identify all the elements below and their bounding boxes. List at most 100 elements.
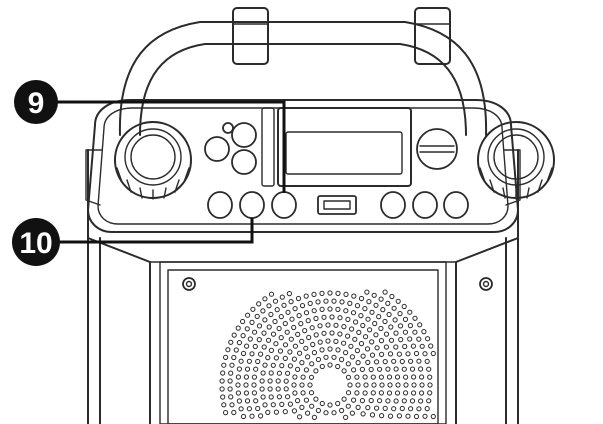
grille-hole bbox=[379, 382, 385, 388]
grille-hole bbox=[240, 333, 246, 339]
callout-10: 10 bbox=[12, 218, 254, 266]
grille-hole bbox=[398, 337, 404, 343]
grille-hole bbox=[295, 295, 302, 302]
grille-hole bbox=[231, 409, 237, 416]
button-1[interactable] bbox=[207, 191, 233, 219]
grille-hole bbox=[249, 319, 255, 325]
grille-hole bbox=[335, 306, 341, 312]
grille-hole bbox=[267, 386, 273, 392]
grille-hole bbox=[219, 386, 225, 392]
button-right-1[interactable] bbox=[380, 191, 406, 219]
grille-hole bbox=[396, 351, 402, 357]
grille-hole bbox=[409, 366, 416, 372]
grille-hole bbox=[428, 343, 434, 349]
grille-hole bbox=[299, 338, 305, 344]
grille-hole bbox=[268, 311, 274, 318]
grille-hole bbox=[295, 366, 301, 372]
button-2[interactable] bbox=[239, 191, 265, 219]
grille-hole bbox=[343, 414, 349, 420]
grille-hole bbox=[307, 300, 313, 306]
grille-hole bbox=[345, 361, 351, 367]
grille-hole bbox=[250, 306, 256, 312]
grille-hole bbox=[295, 398, 301, 404]
grille-hole bbox=[354, 374, 360, 380]
grille-hole bbox=[238, 406, 244, 412]
grille-hole bbox=[235, 325, 241, 331]
grille-hole bbox=[220, 394, 226, 400]
grille-hole bbox=[289, 316, 295, 322]
grille-hole bbox=[235, 390, 241, 396]
grille-hole bbox=[291, 382, 297, 388]
grille-hole bbox=[360, 322, 366, 329]
grille-hole bbox=[331, 410, 337, 416]
grille-hole bbox=[313, 315, 319, 322]
grille-hole bbox=[369, 412, 376, 418]
grille-hole bbox=[399, 405, 405, 412]
grille-hole bbox=[238, 358, 244, 364]
small-indicator-button[interactable] bbox=[222, 122, 234, 134]
grille-hole bbox=[370, 374, 376, 380]
grille-hole bbox=[366, 299, 372, 305]
grille-hole bbox=[323, 354, 329, 360]
grille-hole bbox=[427, 374, 433, 380]
grille-hole bbox=[422, 413, 428, 419]
grille-hole bbox=[240, 350, 247, 357]
grille-hole bbox=[243, 374, 249, 380]
grille-hole bbox=[364, 346, 371, 352]
grille-hole bbox=[260, 394, 266, 400]
grille-hole bbox=[327, 290, 333, 296]
grille-hole bbox=[277, 348, 284, 354]
grille-hole bbox=[368, 397, 374, 404]
grille-hole bbox=[374, 405, 380, 411]
grille-hole bbox=[244, 326, 250, 332]
grille-hole bbox=[341, 324, 347, 330]
grille-hole bbox=[416, 406, 422, 412]
grille-hole bbox=[393, 398, 399, 404]
grille-hole bbox=[385, 300, 391, 306]
grille-hole bbox=[236, 398, 242, 404]
grille-hole bbox=[371, 292, 377, 298]
grille-hole bbox=[402, 343, 408, 350]
grille-hole bbox=[370, 390, 376, 396]
grille-hole bbox=[371, 382, 377, 388]
grille-hole bbox=[358, 295, 365, 302]
grille-hole bbox=[419, 382, 425, 388]
grille-hole bbox=[393, 344, 399, 350]
grille-hole bbox=[244, 366, 251, 372]
button-9[interactable] bbox=[271, 191, 297, 219]
grille-hole bbox=[268, 394, 274, 400]
mode-button-top[interactable] bbox=[231, 122, 257, 148]
grille-hole bbox=[377, 398, 383, 404]
grille-hole bbox=[365, 359, 371, 365]
grille-hole bbox=[228, 370, 234, 376]
grille-hole bbox=[299, 404, 305, 410]
grille-hole bbox=[251, 374, 257, 380]
grille-hole bbox=[425, 336, 431, 342]
grille-hole bbox=[299, 303, 306, 309]
mode-button-bottom[interactable] bbox=[231, 149, 257, 175]
grille-hole bbox=[273, 355, 279, 361]
grille-hole bbox=[359, 366, 365, 372]
button-right-3[interactable] bbox=[443, 191, 469, 219]
grille-hole bbox=[286, 291, 292, 297]
grille-hole bbox=[401, 398, 407, 404]
grille-screw-left bbox=[182, 277, 196, 291]
grille-hole bbox=[236, 340, 242, 346]
grille-hole bbox=[359, 398, 365, 404]
carry-handle bbox=[118, 7, 488, 136]
button-right-2[interactable] bbox=[412, 191, 438, 219]
grille-hole bbox=[347, 382, 353, 388]
mode-button-left[interactable] bbox=[204, 136, 230, 162]
grille-hole bbox=[345, 374, 352, 380]
grille-hole bbox=[427, 382, 433, 388]
grille-hole bbox=[341, 396, 347, 402]
grille-hole bbox=[419, 390, 425, 396]
grille-hole bbox=[311, 350, 317, 356]
grille-hole bbox=[385, 398, 391, 404]
grille-hole bbox=[240, 413, 247, 420]
mode-buttons-cluster bbox=[204, 122, 257, 175]
grille-hole bbox=[282, 409, 288, 415]
grille-hole bbox=[405, 413, 411, 419]
grille-hole bbox=[339, 407, 345, 414]
grille-hole bbox=[231, 354, 237, 361]
